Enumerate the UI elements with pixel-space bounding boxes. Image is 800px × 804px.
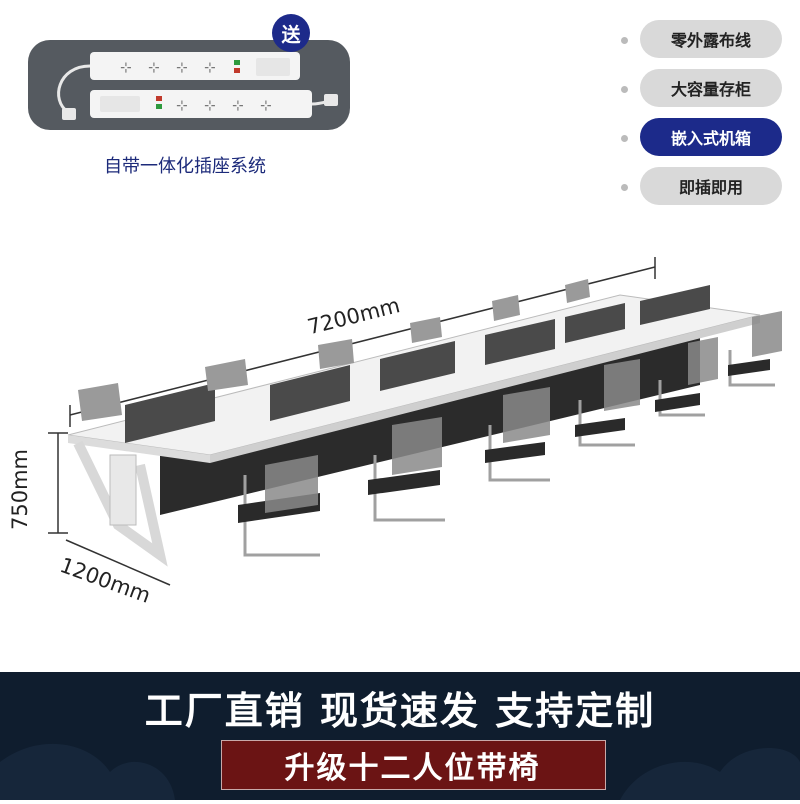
svg-text:⊹: ⊹ — [120, 60, 132, 76]
feature-bullet — [621, 86, 628, 93]
feature-pill-wiring: 零外露布线 — [640, 20, 782, 58]
svg-text:⊹: ⊹ — [204, 98, 216, 114]
svg-text:⊹: ⊹ — [176, 98, 188, 114]
svg-text:⊹: ⊹ — [148, 60, 160, 76]
banner-cloud-pattern — [0, 743, 800, 800]
feature-pill-plug-and-play: 即插即用 — [640, 167, 782, 205]
power-strip-illustration: ⊹ ⊹ ⊹ ⊹ ⊹ ⊹ ⊹ ⊹ — [57, 52, 338, 120]
strip-caption: 自带一体化插座系统 — [104, 156, 266, 177]
svg-text:⊹: ⊹ — [204, 60, 216, 76]
banner-headline: 工厂直销 现货速发 支持定制 — [144, 689, 656, 733]
feature-bullet — [621, 37, 628, 44]
svg-text:⊹: ⊹ — [176, 60, 188, 76]
workstation-illustration — [48, 257, 782, 586]
power-strip-card: ⊹ ⊹ ⊹ ⊹ ⊹ ⊹ ⊹ ⊹ — [28, 40, 350, 130]
gift-badge: 送 — [272, 14, 310, 52]
dimension-height-label: 750mm — [8, 449, 32, 530]
banner-subline: 升级十二人位带椅 — [284, 751, 541, 786]
feature-pill-storage: 大容量存柜 — [640, 69, 782, 107]
banner-subline-box — [221, 740, 606, 790]
feature-bullet — [621, 135, 628, 142]
feature-bullet — [621, 184, 628, 191]
feature-pill-embedded-case: 嵌入式机箱 — [640, 118, 782, 156]
svg-text:⊹: ⊹ — [232, 98, 244, 114]
svg-text:⊹: ⊹ — [260, 98, 272, 114]
